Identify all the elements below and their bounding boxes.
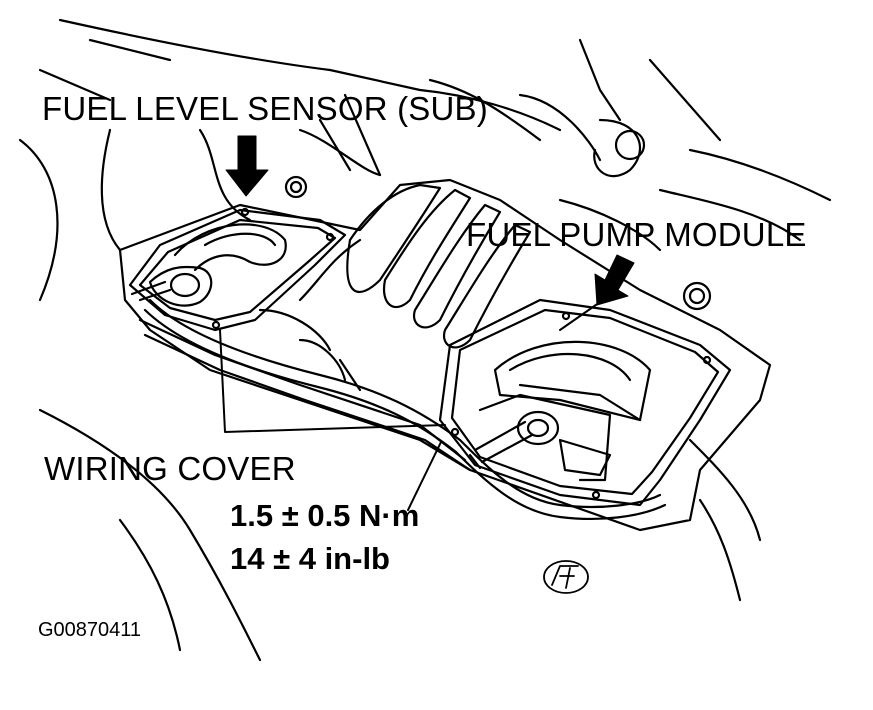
wiring-harness xyxy=(143,298,667,521)
leader-lines xyxy=(219,299,604,511)
arrow-fuel-pump-module xyxy=(594,254,635,306)
fuel-pump-module-drawing xyxy=(438,298,732,507)
label-wiring-cover: WIRING COVER xyxy=(44,450,296,487)
label-fuel-level-sensor-sub: FUEL LEVEL SENSOR (SUB) xyxy=(42,90,488,127)
label-fuel-pump-module: FUEL PUMP MODULE xyxy=(466,216,807,253)
fuel-tank-top xyxy=(118,175,772,532)
reuse-prohibited-icon xyxy=(543,560,589,594)
figure-id: G00870411 xyxy=(38,619,142,641)
vehicle-body-lines xyxy=(18,18,832,662)
arrow-fuel-level-sensor-sub xyxy=(225,135,269,197)
label-torque-metric: 1.5 ± 0.5 N·m xyxy=(230,498,420,533)
label-torque-imperial: 14 ± 4 in-lb xyxy=(230,541,390,576)
fuel-level-sensor-sub-drawing xyxy=(128,207,347,332)
